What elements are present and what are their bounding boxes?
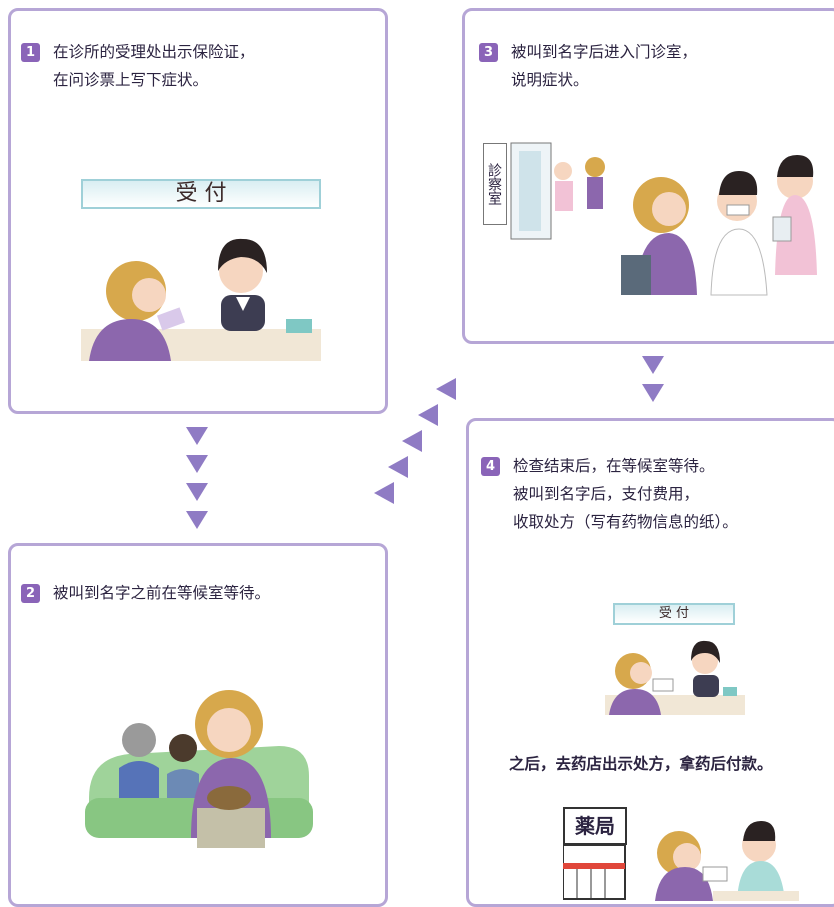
after-pharmacy-text: 之后，去药店出示处方，拿药后付款。: [509, 755, 773, 773]
step-3-text-line1: 被叫到名字后进入门诊室，: [511, 43, 698, 61]
reception-sign: 受 付: [81, 179, 321, 209]
waiting-room-illustration: [85, 690, 313, 848]
step-2-card: 2 被叫到名字之前在等候室等待。: [8, 543, 388, 907]
step-3-card: 3 被叫到名字后进入门诊室， 说明症状。 診察室: [462, 8, 834, 344]
step-1-text-line1: 在诊所的受理处出示保险证，: [53, 43, 255, 61]
arrow-upleft-1: [436, 378, 456, 400]
arrow-upleft-2: [418, 404, 438, 426]
step-4-text-line2: 被叫到名字后，支付费用，: [513, 485, 700, 503]
step-2-text-line1: 被叫到名字之前在等候室等待。: [53, 584, 271, 602]
arrow-down-6: [642, 384, 664, 402]
step-4-badge: 4: [481, 457, 500, 476]
step-4-text-line3: 收取处方（写有药物信息的纸）。: [513, 513, 738, 531]
step-3-badge: 3: [479, 43, 498, 62]
arrow-upleft-3: [402, 430, 422, 452]
reception-scene: [81, 238, 321, 361]
payment-scene: [605, 640, 745, 715]
door-sign: 診察室: [483, 143, 507, 225]
step-3-text-line2: 说明症状。: [511, 71, 589, 89]
arrow-down-5: [642, 356, 664, 374]
step-1-text-line2: 在问诊票上写下症状。: [53, 71, 209, 89]
arrow-down-3: [186, 483, 208, 501]
step-4-card: 4 检查结束后，在等候室等待。 被叫到名字后，支付费用， 收取处方（写有药物信息…: [466, 418, 834, 907]
payment-illustration: 受 付: [605, 603, 745, 715]
step-1-badge: 1: [21, 43, 40, 62]
step-2-badge: 2: [21, 584, 40, 603]
step-4-text-line1: 检查结束后，在等候室等待。: [513, 457, 715, 475]
pharmacy-scene: [563, 821, 799, 901]
payment-reception-sign: 受 付: [613, 603, 735, 625]
arrow-down-2: [186, 455, 208, 473]
pharmacy-illustration: 薬局: [563, 805, 799, 901]
arrow-down-4: [186, 511, 208, 529]
consultation-scene: [510, 142, 817, 296]
step-1-card: 1 在诊所的受理处出示保险证， 在问诊票上写下症状。 受 付: [8, 8, 388, 414]
consultation-illustration: 診察室: [475, 135, 834, 311]
arrow-upleft-4: [388, 456, 408, 478]
arrow-down-1: [186, 427, 208, 445]
arrow-upleft-5: [374, 482, 394, 504]
reception-illustration: 受 付: [81, 179, 321, 361]
